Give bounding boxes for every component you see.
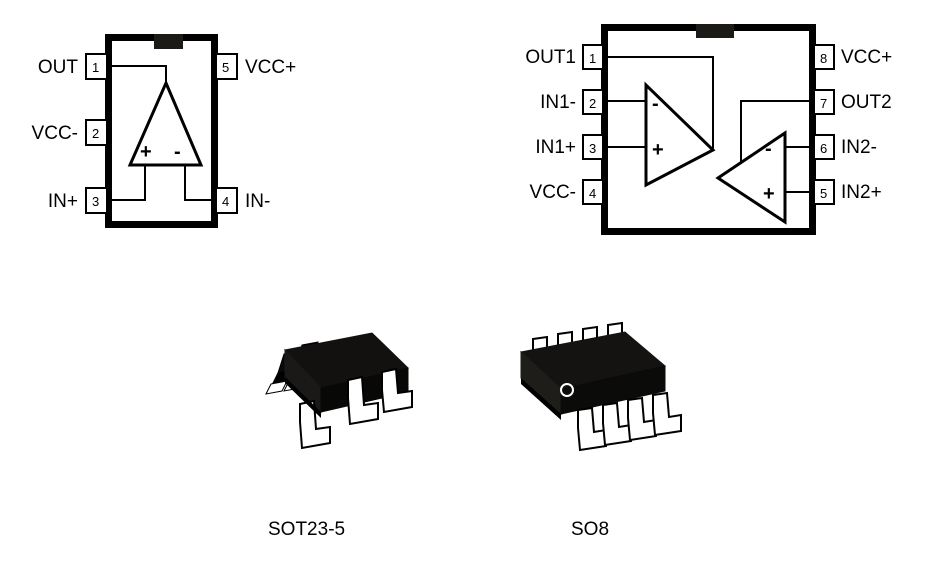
pin-box-3-single[interactable] [85, 187, 108, 214]
diagram-sot23-5-pinout: + - 1 OUT 2 VCC- 3 IN+ 5 VCC+ 4 [32, 34, 296, 228]
pin-box-8-dual[interactable] [813, 44, 835, 70]
internal-wiring-dual [601, 56, 816, 193]
opamp-triangle-dual-2 [715, 130, 787, 225]
opamp1-plus-sign-dual: + [652, 139, 664, 161]
pin-box-7-dual[interactable] [813, 89, 835, 115]
left-pins-single: 1 OUT 2 VCC- 3 IN+ [32, 53, 108, 214]
pin-number-2-single: 2 [92, 126, 99, 141]
so8-body-right [560, 365, 666, 415]
opamp-plus-sign-single: + [140, 141, 152, 163]
pin-box-1-dual[interactable] [582, 44, 604, 70]
pin-number-3-single: 3 [92, 194, 99, 209]
pin-box-5-dual[interactable] [813, 179, 835, 205]
pin-box-3-dual[interactable] [582, 134, 604, 160]
pin-box-6-dual[interactable] [813, 134, 835, 160]
package-caption-sot23-5: SOT23-5 [268, 519, 345, 540]
pin-number-4-dual: 4 [589, 186, 596, 201]
pin-number-1-dual: 1 [589, 51, 596, 66]
pin-label-vcc-neg-dual: VCC- [530, 182, 576, 203]
opamp-triangle-single [127, 79, 204, 167]
package-photo-sot23-5 [265, 332, 413, 450]
right-pins-dual: 8 VCC+ 7 OUT2 6 IN2- 5 IN2+ [813, 44, 892, 205]
so8-body-edge [521, 378, 561, 420]
pin-number-4-single: 4 [222, 194, 229, 209]
opamp-triangle-dual-1 [644, 81, 716, 188]
opamp1-minus-sign-dual: - [652, 93, 659, 115]
so8-pin1-dot-icon [560, 383, 574, 397]
package-caption-so8: SO8 [571, 519, 609, 540]
pin-label-vcc-pos-single: VCC+ [245, 57, 296, 78]
pin-number-1-single: 1 [92, 60, 99, 75]
so8-front-leads [577, 391, 682, 452]
pin-label-vcc-pos-dual: VCC+ [841, 47, 892, 68]
pin-number-5-single: 5 [222, 60, 229, 75]
package-photo-so8 [519, 321, 682, 452]
pin-number-5-dual: 5 [820, 186, 827, 201]
sot23-body-edge [285, 377, 321, 418]
pin-label-in2-plus: IN2+ [841, 182, 882, 203]
pin-box-1-single[interactable] [85, 53, 108, 80]
opamp2-minus-sign-dual: - [765, 138, 772, 160]
pin-label-vcc-neg-single: VCC- [32, 123, 78, 144]
pin-label-out: OUT [38, 57, 79, 78]
pin-label-out2: OUT2 [841, 92, 892, 113]
diagram-so8-pinout: - + - + 1 OUT1 2 IN1- 3 IN1+ 4 VCC- [525, 24, 892, 235]
pin-label-in1-plus: IN1+ [535, 137, 576, 158]
pin-label-in-plus: IN+ [48, 191, 78, 212]
sot23-front-leads [299, 367, 413, 450]
pin-label-out1: OUT1 [525, 47, 576, 68]
package-notch-icon-single [154, 34, 183, 49]
pin-label-in2-minus: IN2- [841, 137, 877, 158]
left-pins-dual: 1 OUT1 2 IN1- 3 IN1+ 4 VCC- [525, 44, 604, 205]
pin-label-in-minus: IN- [245, 191, 270, 212]
pin-box-5-single[interactable] [215, 53, 238, 80]
opamp2-plus-sign-dual: + [763, 183, 775, 205]
pin-number-3-dual: 3 [589, 141, 596, 156]
pin-box-2-single[interactable] [85, 119, 108, 146]
pin-box-4-dual[interactable] [582, 179, 604, 205]
pin-box-4-single[interactable] [215, 187, 238, 214]
internal-wiring-single [105, 65, 218, 201]
pin-box-2-dual[interactable] [582, 89, 604, 115]
right-pins-single: 5 VCC+ 4 IN- [215, 53, 296, 214]
package-notch-icon-dual [696, 24, 734, 38]
pin-number-2-dual: 2 [589, 96, 596, 111]
pin-label-in1-minus: IN1- [540, 92, 576, 113]
pin-number-6-dual: 6 [820, 141, 827, 156]
pin-number-7-dual: 7 [820, 96, 827, 111]
opamp-minus-sign-single: - [174, 141, 181, 163]
pin-number-8-dual: 8 [820, 51, 827, 66]
